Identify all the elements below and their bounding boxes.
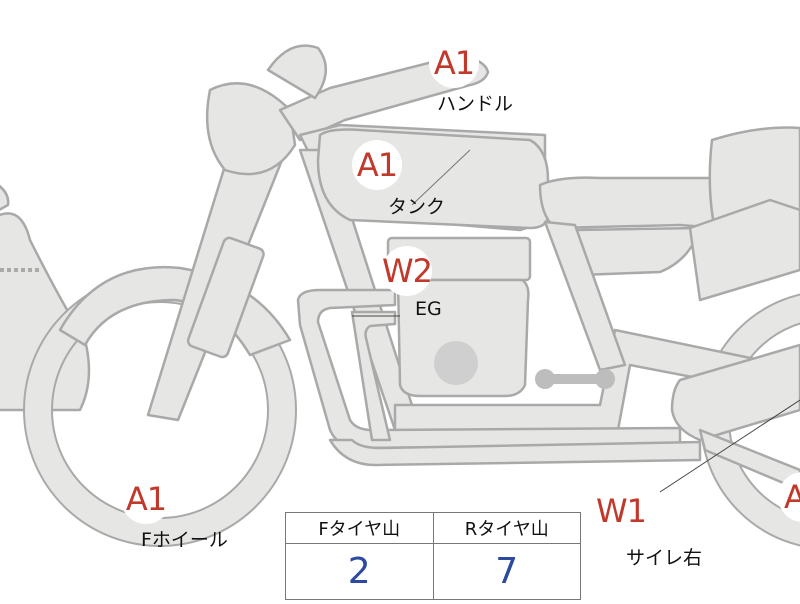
front-tire-value: 2 <box>285 543 434 600</box>
rear-frame <box>688 198 800 302</box>
tank-label: タンク <box>388 196 446 218</box>
muffler <box>670 343 800 442</box>
front-fender-tip <box>0 184 10 211</box>
exhaust-pipe-bottom <box>328 438 702 467</box>
tire-tread-table: Fタイヤ山 Rタイヤ山 2 7 <box>285 512 581 600</box>
handle-grade-badge: A1 <box>429 38 479 88</box>
tire-table-value-row: 2 7 <box>285 543 581 600</box>
front-wheel-label: Fホイール <box>141 529 228 551</box>
engine-case-circle <box>434 341 478 385</box>
handle-label: ハンドル <box>437 93 514 115</box>
exhaust-pipe-lower <box>350 310 397 442</box>
swing-arm <box>698 428 800 492</box>
engine-label: EG <box>415 298 442 320</box>
tank-grade-badge: A1 <box>352 140 402 190</box>
handle-clamp <box>266 44 327 100</box>
leader-line-tank <box>411 149 471 206</box>
rear-tire-value: 7 <box>432 543 581 600</box>
muffler-label: サイレ右 <box>626 547 703 569</box>
tire-table-header-row: Fタイヤ山 Rタイヤ山 <box>285 512 581 544</box>
engine-body <box>396 278 530 398</box>
front-fender <box>0 212 91 412</box>
shift-pedal <box>535 369 615 389</box>
front-wheel-grade-badge: A1 <box>121 474 171 524</box>
engine-grade-badge: W2 <box>382 246 433 296</box>
front-tire-header: Fタイヤ山 <box>285 512 434 544</box>
leader-line-muffler <box>659 399 800 493</box>
fork-cover <box>186 236 265 359</box>
side-cover <box>573 226 702 277</box>
frame-rear-down <box>543 220 627 372</box>
headlight <box>205 82 297 176</box>
muffler-grade-badge: W1 <box>596 486 647 536</box>
rear-wheel-grade-badge: A <box>778 472 800 522</box>
rear-tire-header: Rタイヤ山 <box>432 512 581 544</box>
